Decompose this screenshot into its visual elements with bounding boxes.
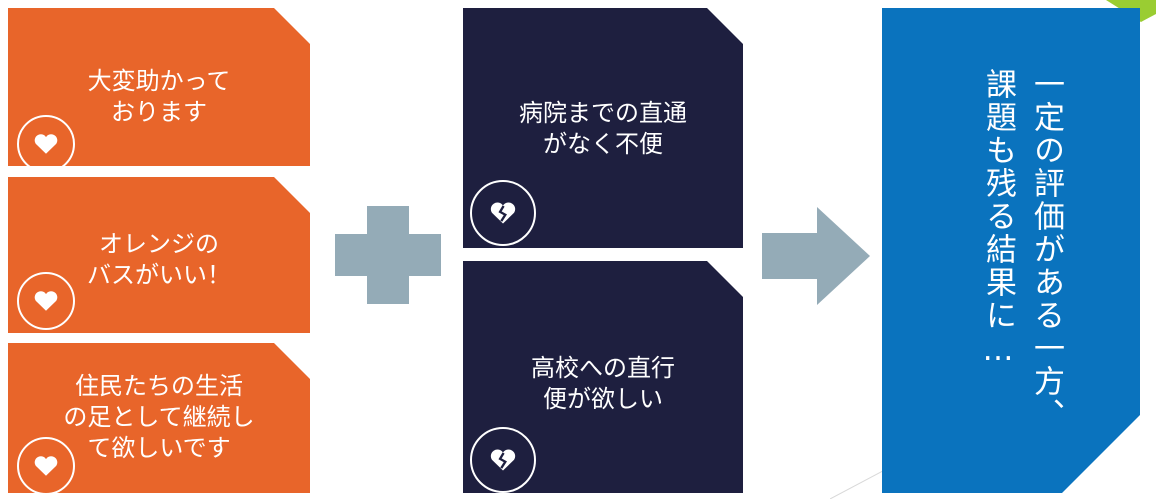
result-box: 一定の評価がある一方、 課題も残る結果に… (882, 8, 1140, 493)
positive-feedback-card-1: 大変助かって おります (8, 8, 310, 166)
positive-feedback-card-2: オレンジの バスがいい！ (8, 177, 310, 333)
negative-feedback-card-2: 高校への直行 便が欲しい (463, 261, 743, 493)
negative-feedback-card-1: 病院までの直通 がなく不便 (463, 8, 743, 248)
heart-icon (17, 272, 75, 330)
plus-icon (335, 206, 441, 304)
result-line-1: 一定の評価がある一方、 (1028, 68, 1064, 431)
card-text: 高校への直行 便が欲しい (531, 354, 675, 413)
positive-feedback-card-3: 住民たちの生活 の足として継続し て欲しいです (8, 343, 310, 493)
card-text: 大変助かって おります (87, 67, 231, 126)
card-text: 住民たちの生活 の足として継続し て欲しいです (63, 372, 255, 462)
card-text: 病院までの直通 がなく不便 (519, 99, 687, 158)
broken-heart-icon (470, 180, 536, 246)
arrow-right-icon (762, 207, 870, 305)
result-line-2: 課題も残る結果に… (980, 68, 1016, 370)
broken-heart-icon (470, 427, 536, 493)
heart-icon (17, 437, 75, 495)
heart-icon (17, 115, 75, 173)
card-text: オレンジの バスがいい！ (87, 230, 231, 289)
